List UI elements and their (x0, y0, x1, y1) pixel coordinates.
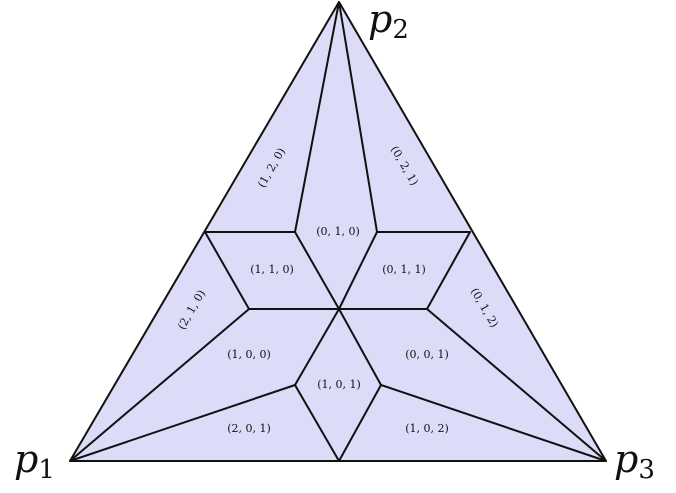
vertex-label-p2: p2 (368, 0, 409, 45)
vertex-p2-letter: p (368, 0, 392, 41)
edge-diamond-bottom-left (294, 384, 340, 462)
vertex-p1-subscript: 1 (38, 455, 55, 485)
edge-p1-to-left-middle (69, 308, 250, 462)
edge-center-right-upper (338, 231, 378, 310)
vertex-labels: p1 p2 p3 (14, 0, 655, 485)
edge-diamond-bottom-right (338, 384, 382, 462)
vertex-p2-subscript: 2 (392, 15, 409, 45)
edge-diamond-top-left (294, 308, 340, 386)
label-region-1-0-0: (1, 0, 0) (227, 348, 271, 361)
vertex-p3-letter: p (614, 437, 638, 481)
label-region-2-0-1: (2, 0, 1) (227, 422, 271, 435)
label-region-0-1-1: (0, 1, 1) (382, 263, 426, 276)
vertex-p1-letter: p (14, 437, 38, 481)
edge-p2-left-inner (294, 1, 340, 233)
vertex-label-p3: p3 (614, 437, 655, 485)
vertex-p3-subscript: 3 (638, 455, 655, 485)
edge-p1-to-diamond-left (69, 384, 296, 462)
label-region-1-0-1: (1, 0, 1) (317, 378, 361, 391)
edge-p2-right-inner (338, 1, 378, 233)
label-region-0-1-0: (0, 1, 0) (316, 225, 360, 238)
label-region-1-1-0: (1, 1, 0) (250, 263, 294, 276)
edge-diamond-top-right (338, 308, 382, 386)
edge-left-upper-diagonal (204, 231, 250, 310)
label-region-1-0-2: (1, 0, 2) (405, 422, 449, 435)
edge-p3-to-diamond-right (380, 384, 607, 462)
edge-right-upper-diagonal (426, 231, 471, 310)
edge-center-left-upper (294, 231, 340, 310)
label-region-0-0-1: (0, 0, 1) (405, 348, 449, 361)
subdivision-edges (69, 1, 607, 462)
edge-p3-to-right-middle (426, 308, 607, 462)
vertex-label-p1: p1 (14, 437, 55, 485)
